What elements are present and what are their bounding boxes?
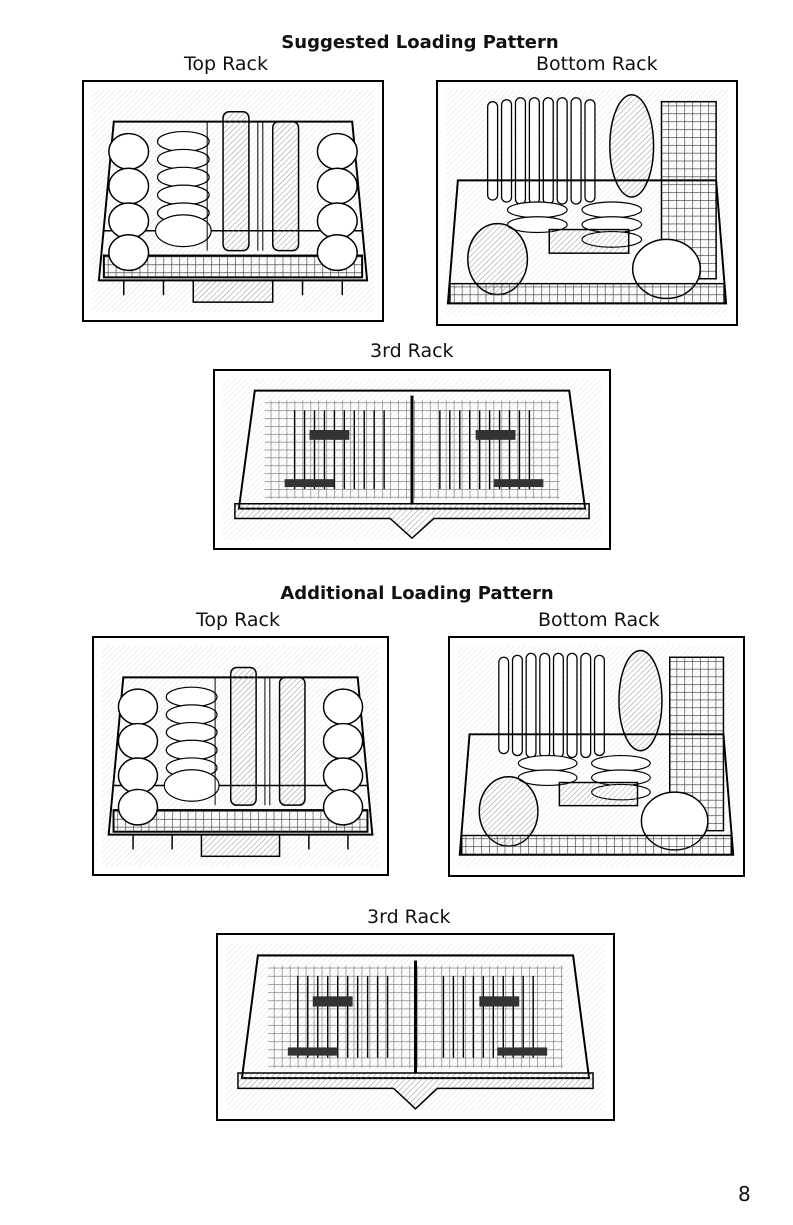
top-rack-label: Top Rack xyxy=(196,609,280,631)
bottom-rack-label: Bottom Rack xyxy=(536,53,658,75)
third-rack-label: 3rd Rack xyxy=(370,340,454,362)
section-heading-additional: Additional Loading Pattern xyxy=(0,583,793,604)
bottom-rack-label: Bottom Rack xyxy=(538,609,660,631)
section-heading-suggested: Suggested Loading Pattern xyxy=(0,32,793,53)
bottom-rack-illustration xyxy=(436,80,738,326)
top-rack-label: Top Rack xyxy=(184,53,268,75)
top-rack-illustration xyxy=(92,636,389,876)
page-number: 8 xyxy=(738,1182,751,1206)
bottom-rack-illustration xyxy=(448,636,745,877)
third-rack-illustration xyxy=(216,933,615,1121)
top-rack-illustration xyxy=(82,80,384,322)
third-rack-label: 3rd Rack xyxy=(367,906,451,928)
third-rack-illustration xyxy=(213,369,611,550)
